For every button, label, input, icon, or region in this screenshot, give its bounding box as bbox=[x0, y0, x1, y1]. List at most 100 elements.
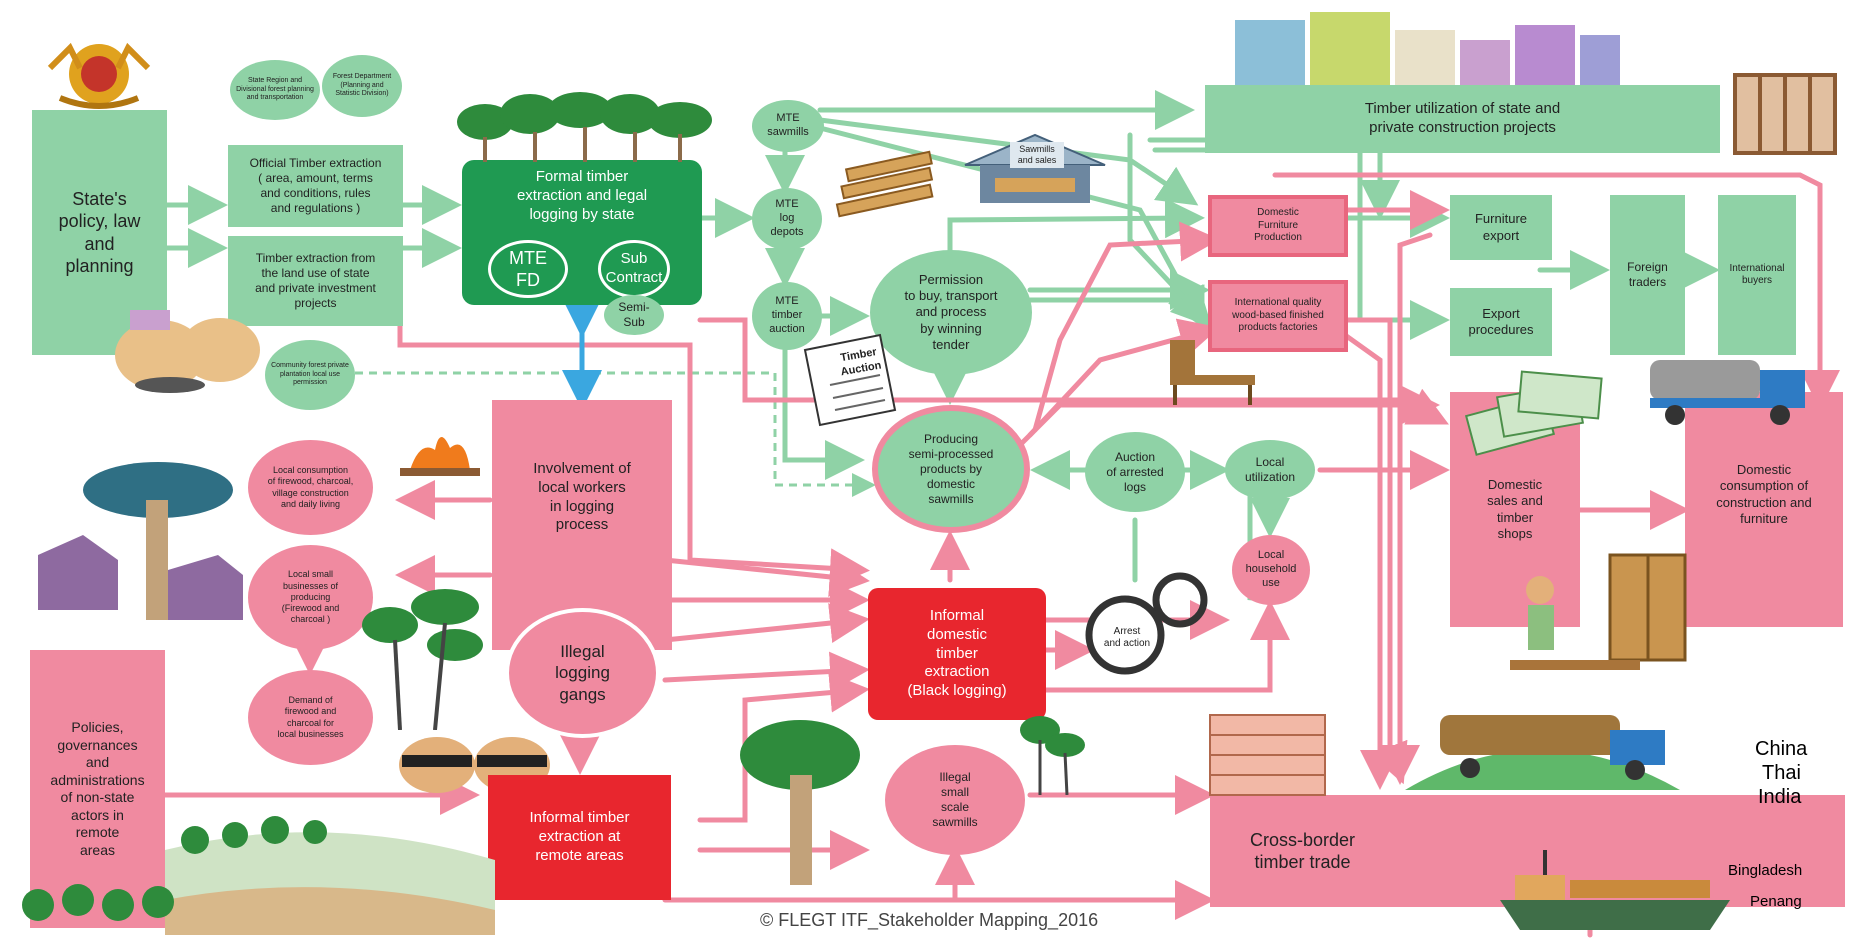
village-hut-icon bbox=[110, 290, 270, 395]
land-use-extraction-label: Timber extraction from the land use of s… bbox=[255, 251, 376, 310]
demand-firewood-node: Demand of firewood and charcoal for loca… bbox=[248, 670, 373, 765]
house-frame-icon bbox=[1715, 55, 1855, 155]
policies-nonstate-box: Policies, governances and administration… bbox=[30, 650, 165, 928]
sawmills-sales-label-box: Sawmills and sales bbox=[1010, 142, 1064, 168]
chair-table-icon bbox=[1165, 335, 1260, 405]
local-consumption-node: Local consumption of firewood, charcoal,… bbox=[248, 440, 373, 535]
semi-sub-node: Semi- Sub bbox=[604, 295, 664, 335]
mte-sawmills-label: MTE sawmills bbox=[767, 112, 809, 138]
permission-node: Permission to buy, transport and process… bbox=[870, 250, 1032, 375]
mte-log-depots-node: MTE log depots bbox=[752, 188, 822, 250]
money-stack-icon bbox=[1190, 705, 1345, 820]
illegal-small-sawmills-node: Illegal small scale sawmills bbox=[885, 745, 1025, 855]
auction-arrested-node: Auction of arrested logs bbox=[1085, 432, 1185, 512]
fire-icon bbox=[390, 420, 490, 480]
timber-utilization-label: Timber utilization of state and private … bbox=[1364, 100, 1561, 136]
handcuffs-icon bbox=[1080, 565, 1215, 675]
auction-arrested-label: Auction of arrested logs bbox=[1106, 449, 1164, 494]
informal-remote-box: Informal timber extraction at remote are… bbox=[488, 775, 671, 900]
policies-nonstate-label: Policies, governances and administration… bbox=[50, 719, 145, 858]
state-policy-label: State's policy, law and planning bbox=[58, 188, 141, 277]
logging-tree-icon bbox=[730, 715, 865, 885]
sawmills-sales-label: Sawmills and sales bbox=[1017, 143, 1057, 165]
forest-canopy-icon bbox=[455, 92, 725, 162]
border-truck-icon bbox=[1400, 690, 1685, 800]
informal-domestic-box: Informal domestic timber extraction (Bla… bbox=[868, 588, 1046, 720]
furniture-export-label: Furniture export bbox=[1474, 211, 1528, 243]
state-seal-icon bbox=[30, 28, 168, 110]
export-procedures-box: Export procedures bbox=[1450, 288, 1552, 356]
domestic-sales-label: Domestic sales and timber shops bbox=[1487, 477, 1543, 541]
community-forest-label: Community forest private plantation loca… bbox=[271, 361, 349, 387]
domestic-consumption-label: Domestic consumption of construction and… bbox=[1716, 462, 1812, 526]
demand-firewood-label: Demand of firewood and charcoal for loca… bbox=[277, 695, 344, 739]
forest-left-icon bbox=[18, 880, 178, 935]
sub-contract-node: Sub Contract bbox=[598, 240, 670, 298]
local-utilization-label: Local utilization bbox=[1244, 455, 1296, 484]
copyright-footer: © FLEGT ITF_Stakeholder Mapping_2016 bbox=[760, 910, 1099, 930]
cross-border-label: Cross-border timber trade bbox=[1250, 829, 1356, 873]
destination-penang: Penang bbox=[1750, 893, 1802, 910]
illegal-gangs-node: Illegal logging gangs bbox=[505, 608, 660, 738]
state-region-label: State Region and Divisional forest plann… bbox=[236, 76, 314, 102]
community-forest-node: Community forest private plantation loca… bbox=[265, 340, 355, 410]
foreign-traders-label: Foreign traders bbox=[1627, 260, 1668, 289]
city-buildings-icon bbox=[1205, 10, 1625, 85]
forest-department-node: Forest Department (Planning and Statisti… bbox=[322, 55, 402, 117]
timber-auction-paper-icon bbox=[795, 330, 915, 430]
involvement-workers-label: Involvement of local workers in logging … bbox=[533, 460, 631, 534]
formal-logging-label: Formal timber extraction and legal loggi… bbox=[516, 168, 648, 223]
local-household-label: Local household use bbox=[1245, 549, 1297, 589]
informal-remote-label: Informal timber extraction at remote are… bbox=[529, 809, 630, 864]
destination-india: India bbox=[1758, 786, 1802, 808]
local-small-business-label: Local small businesses of producing (Fir… bbox=[281, 569, 340, 625]
mte-timber-auction-label: MTE timber auction bbox=[769, 295, 805, 335]
furniture-export-box: Furniture export bbox=[1450, 195, 1552, 260]
export-procedures-label: Export procedures bbox=[1468, 305, 1534, 337]
semi-sub-label: Semi- Sub bbox=[618, 300, 650, 329]
arrest-action-label-box: Arrest and action bbox=[1098, 622, 1156, 654]
foreign-traders-box: Foreign traders bbox=[1610, 195, 1685, 355]
mte-sawmills-node: MTE sawmills bbox=[752, 100, 824, 152]
local-household-node: Local household use bbox=[1232, 535, 1310, 605]
local-small-business-node: Local small businesses of producing (Fir… bbox=[248, 545, 373, 650]
small-trees-icon bbox=[1015, 705, 1090, 795]
domestic-furniture-label: Domestic Furniture Production bbox=[1254, 207, 1302, 244]
domestic-consumption-box: Domestic consumption of construction and… bbox=[1685, 392, 1843, 627]
domestic-furniture-box: Domestic Furniture Production bbox=[1208, 195, 1348, 257]
destination-thai: Thai bbox=[1762, 762, 1801, 784]
mte-log-depots-label: MTE log depots bbox=[770, 198, 804, 238]
international-buyers-box: International buyers bbox=[1718, 195, 1796, 355]
arrest-action-label: Arrest and action bbox=[1103, 625, 1151, 650]
timber-utilization-box: Timber utilization of state and private … bbox=[1205, 85, 1720, 153]
mte-fd-node: MTE FD bbox=[488, 240, 568, 298]
producing-semi-label: Producing semi-processed products by dom… bbox=[908, 431, 994, 506]
intl-quality-wood-box: International quality wood-based finishe… bbox=[1208, 280, 1348, 352]
land-use-extraction-box: Timber extraction from the land use of s… bbox=[228, 236, 403, 326]
illegal-gangs-label: Illegal logging gangs bbox=[555, 642, 610, 704]
destination-china: China bbox=[1755, 738, 1808, 760]
carpenter-icon bbox=[1490, 550, 1710, 700]
state-region-node: State Region and Divisional forest plann… bbox=[230, 60, 320, 120]
permission-label: Permission to buy, transport and process… bbox=[904, 271, 998, 352]
producing-semi-node: Producing semi-processed products by dom… bbox=[872, 405, 1030, 533]
log-pile-icon bbox=[832, 150, 942, 225]
trees-small-icon bbox=[360, 585, 490, 730]
cargo-ship-icon bbox=[1495, 845, 1735, 935]
sub-contract-label: Sub Contract bbox=[605, 250, 663, 286]
official-extraction-label: Official Timber extraction ( area, amoun… bbox=[249, 156, 382, 215]
deforested-hills-icon bbox=[165, 810, 495, 935]
log-truck-icon bbox=[1645, 340, 1810, 430]
mte-fd-label: MTE FD bbox=[509, 247, 547, 291]
informal-domestic-label: Informal domestic timber extraction (Bla… bbox=[907, 607, 1007, 700]
local-utilization-node: Local utilization bbox=[1225, 440, 1315, 500]
destination-bangladesh: Bingladesh bbox=[1728, 862, 1803, 879]
forest-department-label: Forest Department (Planning and Statisti… bbox=[332, 72, 392, 98]
illegal-small-sawmills-label: Illegal small scale sawmills bbox=[932, 770, 978, 829]
timber-auction-paper-label: Timber Auction bbox=[839, 346, 883, 379]
money-bills-icon bbox=[1460, 365, 1610, 460]
mte-timber-auction-node: MTE timber auction bbox=[752, 282, 822, 350]
intl-quality-wood-label: International quality wood-based finishe… bbox=[1232, 297, 1324, 334]
tree-village-icon bbox=[18, 460, 248, 640]
